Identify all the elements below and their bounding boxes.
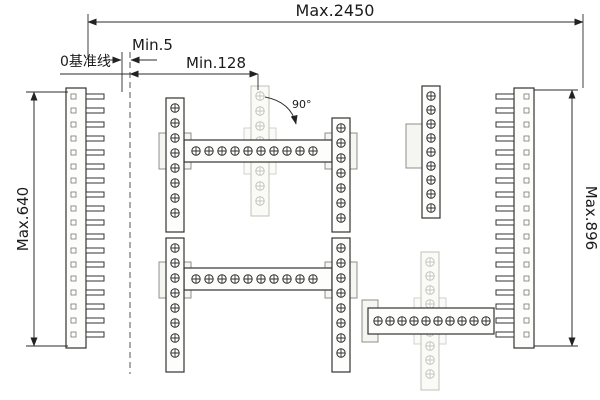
min-gap-label: Min.5	[132, 36, 173, 54]
max-height-right-label: Max.896	[582, 186, 600, 250]
rotation-annotation: 90°	[264, 96, 312, 125]
upright-rail-right	[421, 85, 441, 219]
datum-label: 0基准线	[60, 53, 111, 70]
max-height-left-label: Max.640	[14, 187, 32, 251]
min-offset-label: Min.128	[186, 54, 246, 72]
upright-rail-left-upper	[165, 97, 185, 233]
hole-row	[426, 91, 436, 213]
dimension-max-height-right: Max.896	[534, 89, 600, 347]
rotation-arc-arrow	[264, 96, 298, 125]
datum-line-group: 0基准线	[60, 52, 131, 374]
dimension-min-gap: Min.5	[104, 36, 173, 92]
rotation-angle-label: 90°	[292, 98, 312, 111]
strip-teeth	[85, 93, 105, 338]
upright-rail-left-lower	[165, 237, 185, 373]
upright-rail-mid-upper	[331, 117, 351, 233]
dimension-min-offset: Min.128	[129, 54, 259, 90]
dimension-max-height-left: Max.640	[14, 91, 68, 347]
max-width-label: Max.2450	[296, 1, 375, 20]
strip-teeth	[495, 93, 515, 338]
dimension-max-width: Max.2450	[87, 1, 584, 88]
left-terminal-strip	[65, 87, 105, 349]
upright-rail-mid-lower	[331, 237, 351, 373]
bracket-plate	[405, 123, 423, 169]
crossbar-lower	[183, 267, 333, 291]
crossbar-upper	[183, 139, 333, 163]
crossbar-right	[367, 307, 495, 335]
right-terminal-strip	[495, 87, 535, 349]
